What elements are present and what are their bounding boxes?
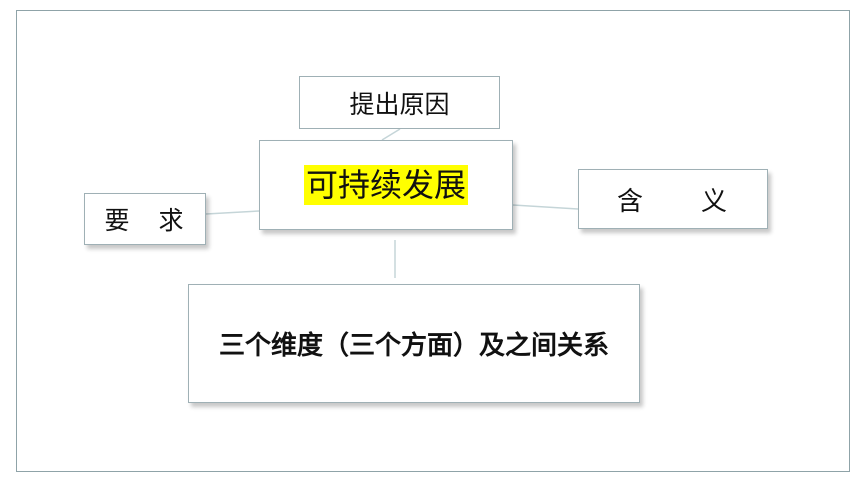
node-require: 要 求 <box>84 193 206 245</box>
node-require-label: 要 求 <box>104 206 186 235</box>
node-center: 可持续发展 <box>259 140 513 230</box>
node-reason-label: 提出原因 <box>349 89 450 119</box>
node-meaning: 含 义 <box>578 169 768 229</box>
connector-left <box>205 210 260 215</box>
node-dimensions: 三个维度（三个方面）及之间关系 <box>188 284 640 403</box>
connector-right <box>512 204 579 210</box>
node-dimensions-label: 三个维度（三个方面）及之间关系 <box>218 331 609 361</box>
slide-frame <box>16 10 850 472</box>
node-reason: 提出原因 <box>299 76 500 129</box>
node-center-label: 可持续发展 <box>303 165 468 205</box>
node-meaning-label: 含 义 <box>616 186 729 217</box>
connector-top <box>381 128 401 141</box>
